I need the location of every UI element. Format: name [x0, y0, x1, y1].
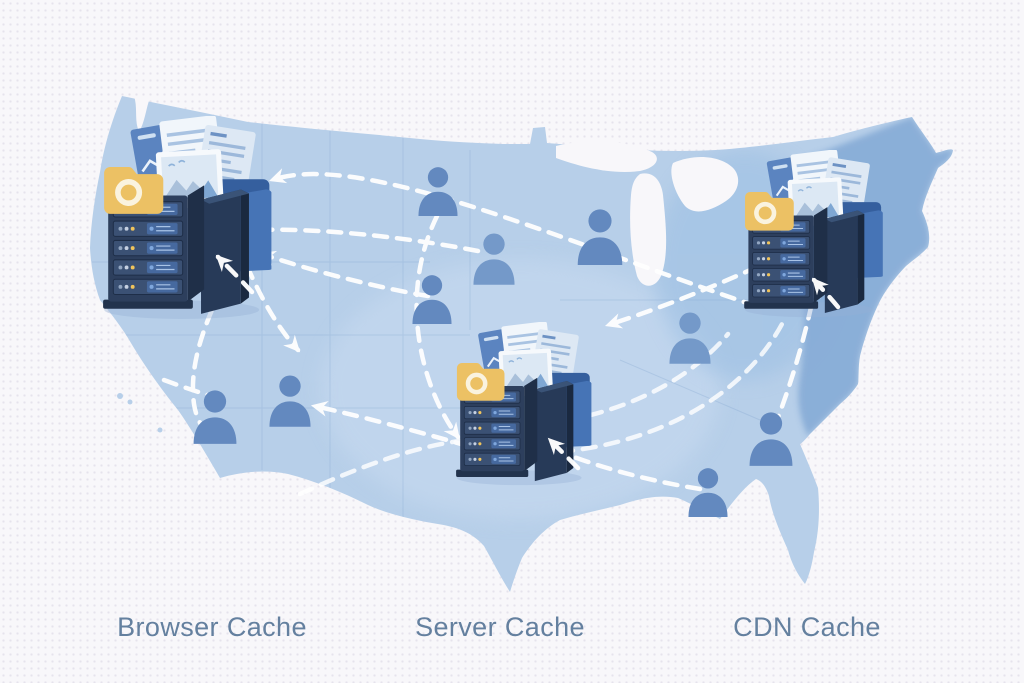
label-browser-cache: Browser Cache	[117, 612, 307, 642]
dashed-arrow	[259, 250, 431, 299]
channel-islands	[117, 393, 163, 433]
dashed-line	[297, 438, 463, 497]
dashed-arrow	[269, 168, 759, 309]
connection-arrows-overlay	[215, 254, 841, 471]
dashed-arrow	[254, 221, 481, 254]
dashed-arrow	[553, 447, 703, 492]
dashed-arrow	[215, 254, 255, 295]
label-server-cache: Server Cache	[415, 612, 585, 642]
great-lakes	[95, 96, 809, 315]
dashed-arrow	[771, 280, 822, 431]
dashed-arrow	[310, 401, 471, 449]
dashed-arrow	[547, 437, 581, 471]
dashed-line	[557, 321, 785, 455]
dashed-arrow	[244, 263, 301, 353]
dashed-line	[161, 377, 211, 398]
label-cdn-cache: CDN Cache	[733, 612, 881, 642]
dashed-arrow	[811, 277, 841, 310]
dashed-arrow	[414, 213, 461, 440]
dashed-arrow	[604, 264, 760, 329]
